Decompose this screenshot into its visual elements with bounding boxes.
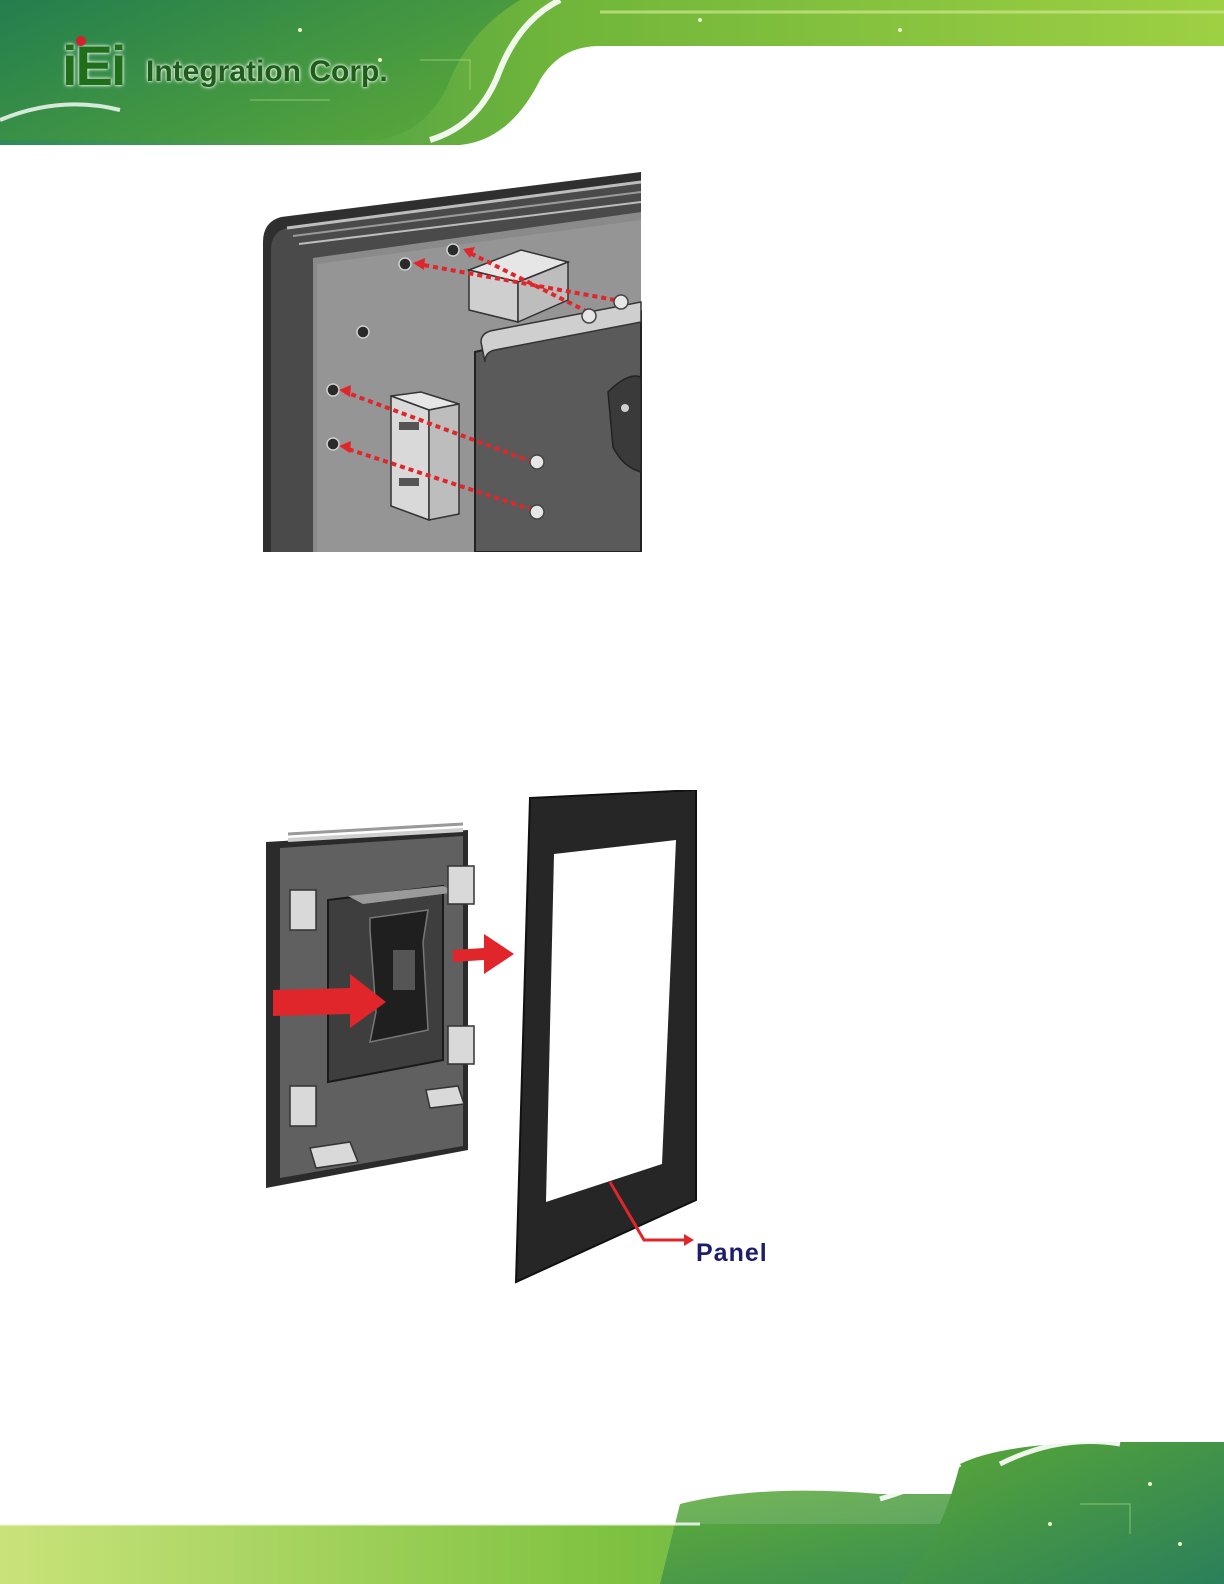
panel-callout-label: Panel xyxy=(696,1238,768,1268)
bracket-installation-figure xyxy=(263,172,643,552)
logo-company-name: Integration Corp. xyxy=(146,54,388,90)
footer-banner xyxy=(0,1424,1224,1584)
bracket-icon xyxy=(391,392,459,520)
panel-frame xyxy=(516,790,696,1282)
logo-dot-icon xyxy=(76,36,86,46)
logo-mark: iEi xyxy=(62,36,124,96)
vesa-mount-icon xyxy=(328,886,458,1082)
panel-installation-figure xyxy=(258,790,798,1298)
